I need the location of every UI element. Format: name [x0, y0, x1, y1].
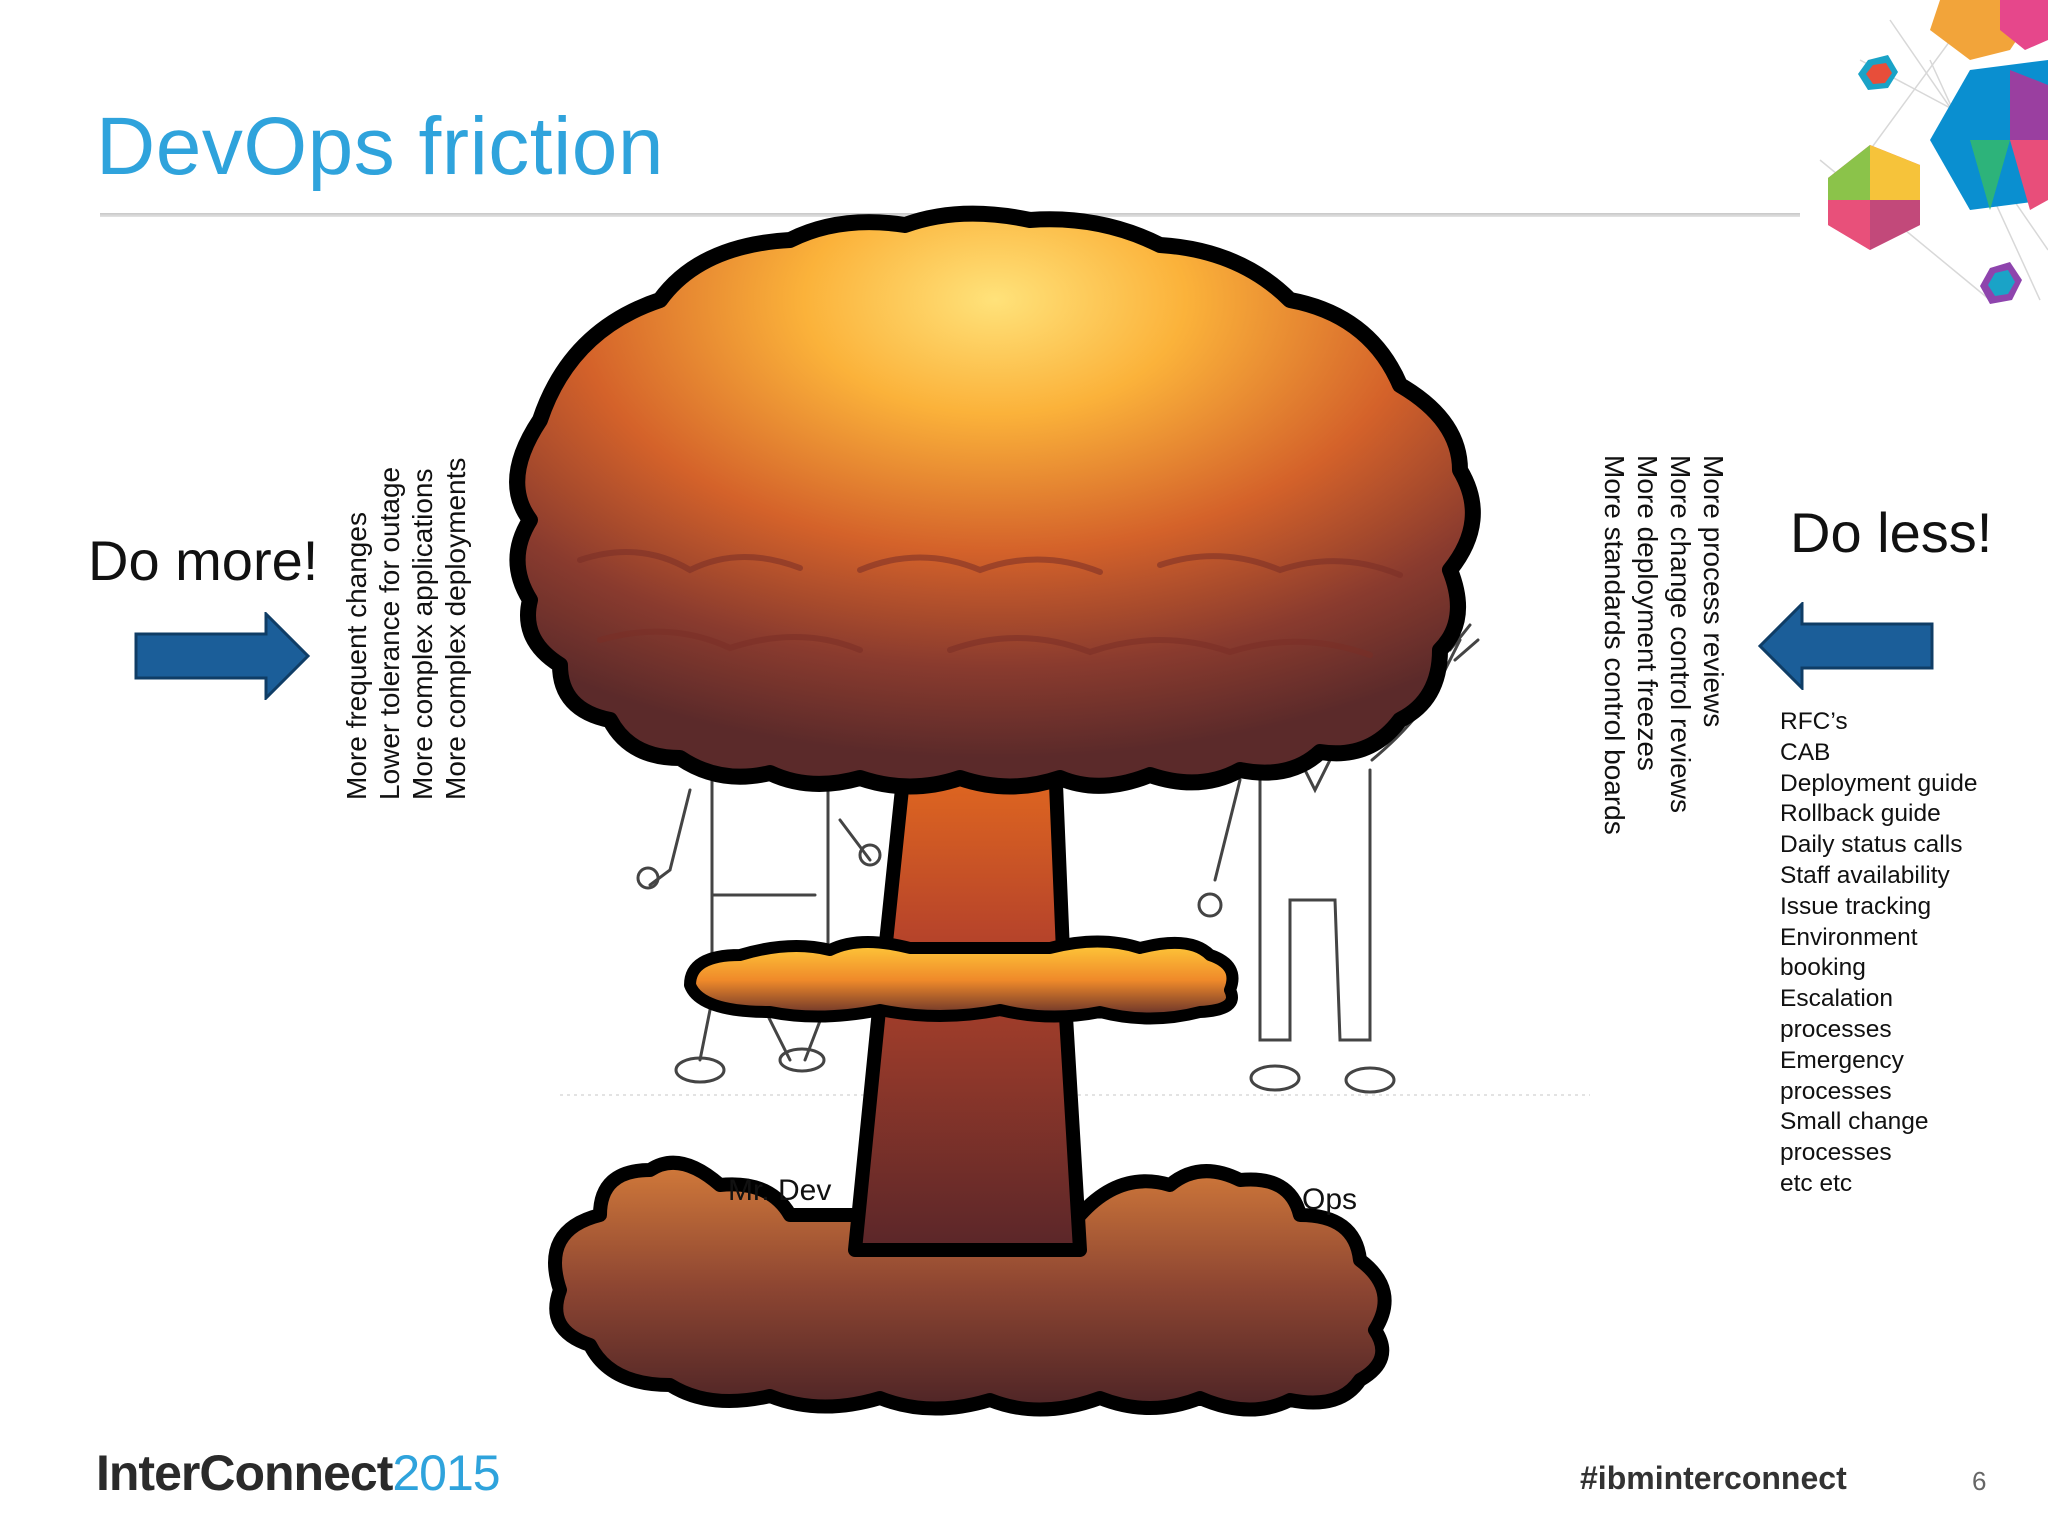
brand-year: 2015 [392, 1445, 500, 1501]
checklist-item: Escalation [1780, 985, 1894, 1013]
pressure-item: More standards control boards [1599, 455, 1630, 835]
checklist-item: RFC’s [1780, 708, 1848, 735]
checklist-item: Issue tracking [1780, 892, 1932, 920]
slide-title: DevOps friction [96, 101, 665, 192]
checklist-item: Environment [1780, 923, 1918, 951]
checklist-item: processes [1780, 1139, 1892, 1167]
checklist-item: Rollback guide [1780, 800, 1941, 828]
arrow-right-icon [134, 612, 311, 700]
pressure-item: More process reviews [1698, 455, 1729, 728]
checklist-item: Staff availability [1780, 861, 1950, 889]
page-number: 6 [1972, 1466, 1987, 1496]
footer-hashtag: #ibminterconnect [1580, 1460, 1847, 1496]
hexagon-cluster-icon [1819, 0, 2048, 304]
checklist-item: CAB [1780, 738, 1831, 766]
do-more-heading: Do more! [88, 529, 319, 592]
pressure-item: More change control reviews [1665, 455, 1696, 813]
checklist-item: booking [1780, 954, 1866, 982]
checklist-item: Deployment guide [1780, 769, 1978, 797]
footer-brand: InterConnect2015 [96, 1444, 501, 1502]
dev-label: Mr. Dev [728, 1174, 832, 1207]
arrow-left-icon [1757, 602, 1934, 690]
checklist-item: Emergency [1780, 1046, 1904, 1074]
dev-figure [636, 758, 882, 1084]
ops-label: Ops [1302, 1183, 1358, 1216]
checklist-item: Daily status calls [1780, 831, 1963, 859]
checklist-item: Small change [1780, 1108, 1929, 1136]
do-less-heading: Do less! [1790, 501, 1993, 564]
do-less-pressures: More process reviews More change control… [1598, 455, 1730, 835]
checklist-item: processes [1780, 1077, 1892, 1105]
checklist-item: processes [1780, 1015, 1892, 1043]
process-checklist: RFC’s CAB Deployment guide Rollback guid… [1780, 707, 2010, 1200]
brand-name: InterConnect [96, 1445, 393, 1501]
pressure-item: More deployment freezes [1632, 455, 1663, 771]
checklist-item: etc etc [1780, 1169, 1853, 1197]
